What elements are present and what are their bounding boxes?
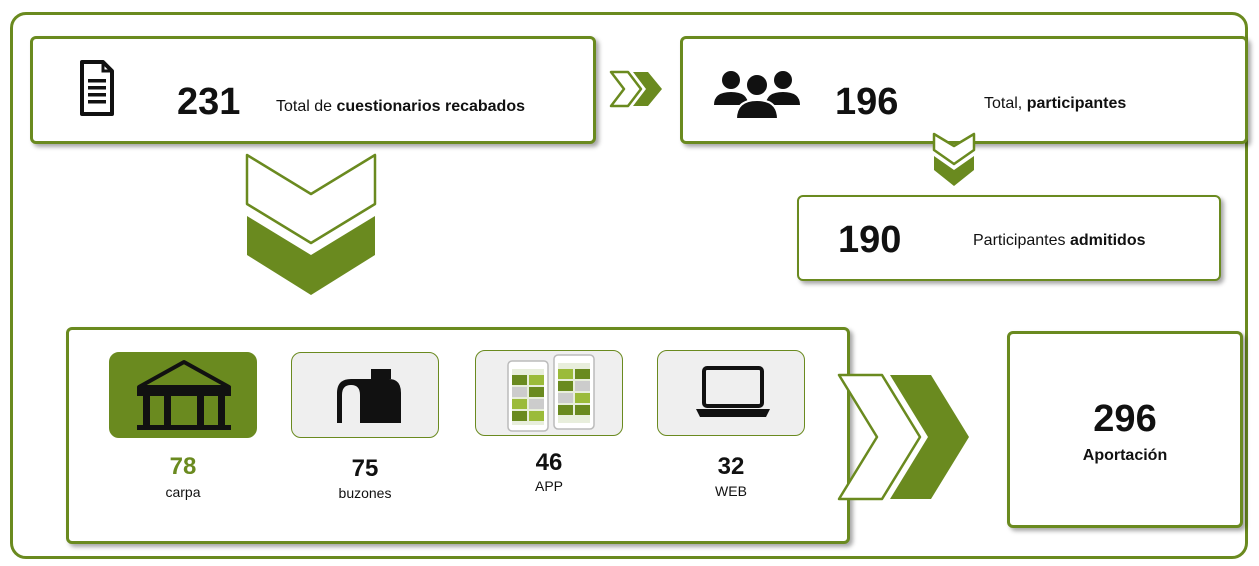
chevron-down-icon: [932, 132, 976, 186]
channel-label-buzones: buzones: [338, 485, 392, 501]
aportacion-label: Aportación: [1082, 447, 1168, 464]
channel-tile-buzones: [291, 352, 439, 438]
cuestionarios-value: 231: [177, 81, 241, 123]
chevron-right-icon: [609, 70, 662, 108]
large-chevron-down-icon: [245, 153, 377, 295]
large-chevron-right-icon: [837, 373, 969, 501]
document-icon: [80, 60, 114, 116]
cuestionarios-card: 231 Total de cuestionarios recabados: [30, 36, 596, 144]
laptop-icon: [696, 366, 770, 417]
admitidos-value: 190: [838, 219, 902, 261]
aportacion-card: 296 Aportación: [1007, 331, 1243, 528]
participantes-value: 196: [835, 81, 899, 123]
phone-app-icon: [507, 354, 595, 432]
channel-tile-app: [475, 350, 623, 436]
aportacion-value: 296: [1093, 398, 1157, 440]
cuestionarios-label: Total de cuestionarios recabados: [276, 98, 525, 115]
admitidos-label: Participantes admitidos: [973, 232, 1146, 249]
people-group-icon: [714, 71, 800, 120]
channel-value-web: 32: [717, 453, 745, 480]
channel-tile-web: [657, 350, 805, 436]
channel-label-web: WEB: [715, 483, 747, 499]
tent-icon: [137, 360, 231, 430]
channel-value-buzones: 75: [351, 455, 379, 482]
participantes-label: Total, participantes: [984, 95, 1127, 112]
admitidos-card: 190 Participantes admitidos: [797, 195, 1221, 281]
channel-value-carpa: 78: [169, 453, 197, 480]
participantes-card: 196 Total, participantes: [680, 36, 1248, 144]
mailbox-icon: [337, 369, 401, 423]
channel-tile-carpa: [109, 352, 257, 438]
channel-label-app: APP: [534, 478, 563, 494]
channel-value-app: 46: [535, 449, 563, 476]
channel-label-carpa: carpa: [165, 484, 201, 500]
